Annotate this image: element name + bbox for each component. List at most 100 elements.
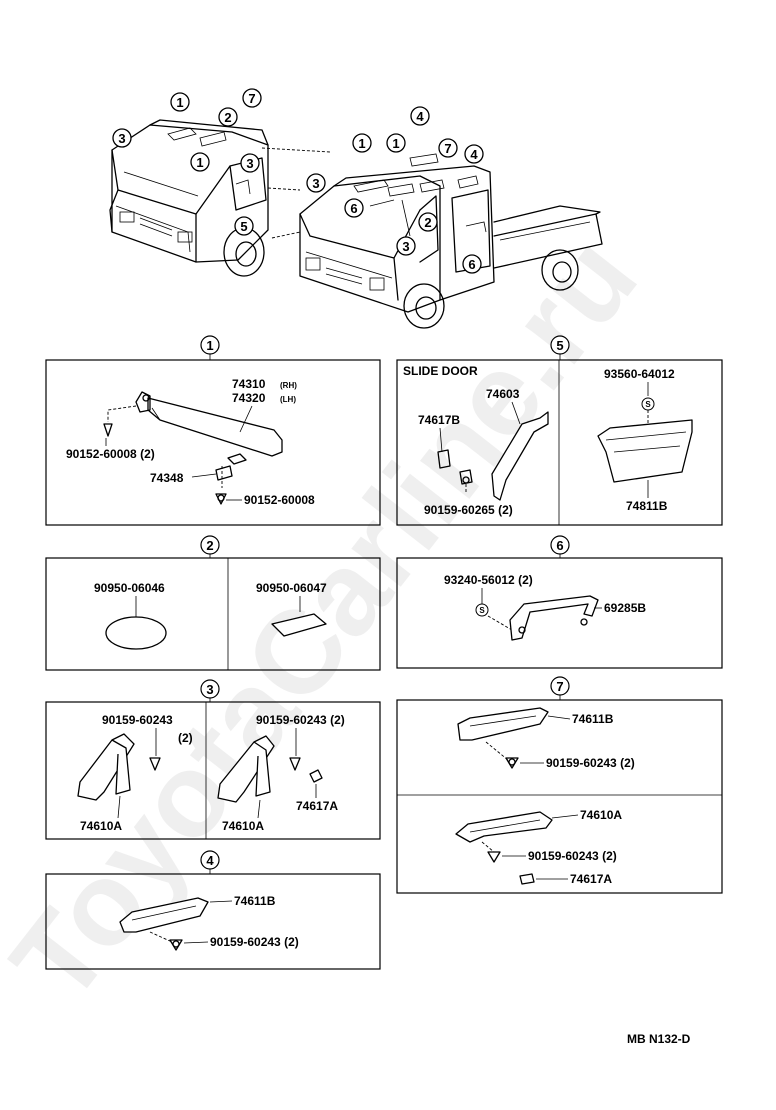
svg-text:1: 1 bbox=[176, 95, 183, 110]
section-1-marker: 1 bbox=[200, 335, 220, 355]
part-label-74320: 74320 bbox=[232, 391, 266, 405]
rh-label: (RH) bbox=[280, 381, 297, 390]
part-label-69285b: 69285B bbox=[604, 601, 646, 615]
svg-text:7: 7 bbox=[248, 91, 255, 106]
svg-text:7: 7 bbox=[556, 679, 563, 694]
section-6-marker: 6 bbox=[550, 535, 570, 555]
svg-text:5: 5 bbox=[240, 219, 247, 234]
part-label-74310: 74310 bbox=[232, 377, 266, 391]
part-label-74617a-s3: 74617A bbox=[296, 799, 338, 813]
section-4: 4 74611B 90159-60243 (2) bbox=[45, 850, 381, 970]
right-callout-9: 3 bbox=[396, 236, 416, 256]
right-callout-2: 1 bbox=[386, 133, 406, 153]
square-plug-drawing bbox=[271, 613, 327, 637]
section-7-box bbox=[396, 699, 723, 894]
svg-text:3: 3 bbox=[246, 156, 253, 171]
section-2-box bbox=[45, 557, 381, 671]
svg-text:2: 2 bbox=[224, 110, 231, 125]
part-label-93240-56012-2: 93240-56012 (2) bbox=[444, 573, 533, 587]
svg-text:3: 3 bbox=[312, 176, 319, 191]
left-callout-7: 5 bbox=[234, 216, 254, 236]
part-label-74603: 74603 bbox=[486, 387, 520, 401]
section-1: 1 74310 (RH) 74320 (LH) 90152-60008 (2) … bbox=[45, 335, 381, 526]
svg-text:6: 6 bbox=[350, 201, 357, 216]
watermark: ToyotaCarline.ru bbox=[0, 213, 662, 1026]
section-3-box bbox=[45, 701, 381, 840]
section-7-marker: 7 bbox=[550, 676, 570, 696]
part-label-90152-60008: 90152-60008 bbox=[244, 493, 315, 507]
part-label-93560-64012: 93560-64012 bbox=[604, 367, 675, 381]
overview-illustration bbox=[109, 119, 603, 329]
svg-text:S: S bbox=[645, 400, 651, 409]
left-callout-3: 7 bbox=[242, 88, 262, 108]
svg-text:1: 1 bbox=[358, 136, 365, 151]
oval-plug-drawing bbox=[105, 616, 167, 650]
svg-text:1: 1 bbox=[196, 155, 203, 170]
slide-door-title: SLIDE DOOR bbox=[403, 364, 478, 378]
right-callout-8: 2 bbox=[418, 212, 438, 232]
right-callout-10: 6 bbox=[462, 254, 482, 274]
left-callout-6: 3 bbox=[240, 153, 260, 173]
section-4-marker: 4 bbox=[200, 850, 220, 870]
right-callout-3: 4 bbox=[410, 106, 430, 126]
svg-text:S: S bbox=[479, 606, 485, 615]
grab-handle-left-drawing bbox=[77, 733, 135, 801]
section-6: 6 93240-56012 (2) S 69285B bbox=[396, 535, 723, 669]
right-callout-1: 1 bbox=[352, 133, 372, 153]
part-label-90950-06047: 90950-06047 bbox=[256, 581, 327, 595]
right-callout-5: 4 bbox=[464, 144, 484, 164]
svg-text:5: 5 bbox=[556, 338, 563, 353]
part-label-74610a-s7: 74610A bbox=[580, 808, 622, 822]
part-label-90159-60243-2-s4: 90159-60243 (2) bbox=[210, 935, 299, 949]
part-label-90159-60243-2-s7b: 90159-60243 (2) bbox=[528, 849, 617, 863]
section-5: 5 SLIDE DOOR 74617B 74603 90159-60265 (2… bbox=[396, 335, 723, 526]
assist-grip-drawing-7a bbox=[457, 707, 549, 741]
left-callout-5: 1 bbox=[190, 152, 210, 172]
part-label-90152-60008-2: 90152-60008 (2) bbox=[66, 447, 155, 461]
section-3-marker: 3 bbox=[200, 679, 220, 699]
section-3: 3 90159-60243 (2) 74610A 90159-60243 (2)… bbox=[45, 679, 381, 840]
section-1-box bbox=[45, 359, 381, 526]
section-7: 7 74611B 90159-60243 (2) 74610A 90159-60… bbox=[396, 676, 723, 894]
section-6-box bbox=[396, 557, 723, 669]
section-2-marker: 2 bbox=[200, 535, 220, 555]
svg-text:6: 6 bbox=[468, 257, 475, 272]
s-mark-5: S bbox=[641, 397, 655, 411]
clip-74617a-s7-drawing bbox=[519, 873, 535, 885]
sun-visor-drawing bbox=[103, 391, 283, 505]
s-mark-6: S bbox=[475, 603, 489, 617]
part-label-74348: 74348 bbox=[150, 471, 184, 485]
part-label-74611b-s7: 74611B bbox=[572, 712, 614, 726]
part-label-74617b: 74617B bbox=[418, 413, 460, 427]
svg-text:2: 2 bbox=[424, 215, 431, 230]
section-4-box bbox=[45, 873, 381, 970]
left-truck-drawing bbox=[109, 119, 269, 277]
left-callout-1: 1 bbox=[170, 92, 190, 112]
right-callout-7: 6 bbox=[344, 198, 364, 218]
right-callout-6: 3 bbox=[306, 173, 326, 193]
part-label-90159-60243-2-s7a: 90159-60243 (2) bbox=[546, 756, 635, 770]
part-label-74611b-s4: 74611B bbox=[234, 894, 276, 908]
slide-door-handle-drawing bbox=[437, 411, 549, 501]
diagram-code: MB N132-D bbox=[627, 1032, 691, 1046]
grab-handle-drawing-7b bbox=[455, 811, 553, 843]
svg-text:3: 3 bbox=[206, 682, 213, 697]
lh-label: (LH) bbox=[280, 395, 296, 404]
svg-text:3: 3 bbox=[402, 239, 409, 254]
svg-text:7: 7 bbox=[444, 141, 451, 156]
svg-text:1: 1 bbox=[392, 136, 399, 151]
left-callout-2: 2 bbox=[218, 107, 238, 127]
part-label-90159-60243-left: 90159-60243 bbox=[102, 713, 173, 727]
part-label-74610a-left: 74610A bbox=[80, 819, 122, 833]
clip-74617a-drawing bbox=[309, 769, 323, 783]
svg-text:6: 6 bbox=[556, 538, 563, 553]
assist-grip-drawing-4 bbox=[119, 897, 209, 933]
svg-text:4: 4 bbox=[206, 853, 214, 868]
assist-grip-drawing-6 bbox=[509, 595, 599, 641]
grab-handle-right-drawing bbox=[217, 735, 275, 803]
part-label-74617a-s7: 74617A bbox=[570, 872, 612, 886]
right-callout-4: 7 bbox=[438, 138, 458, 158]
svg-text:4: 4 bbox=[470, 147, 478, 162]
